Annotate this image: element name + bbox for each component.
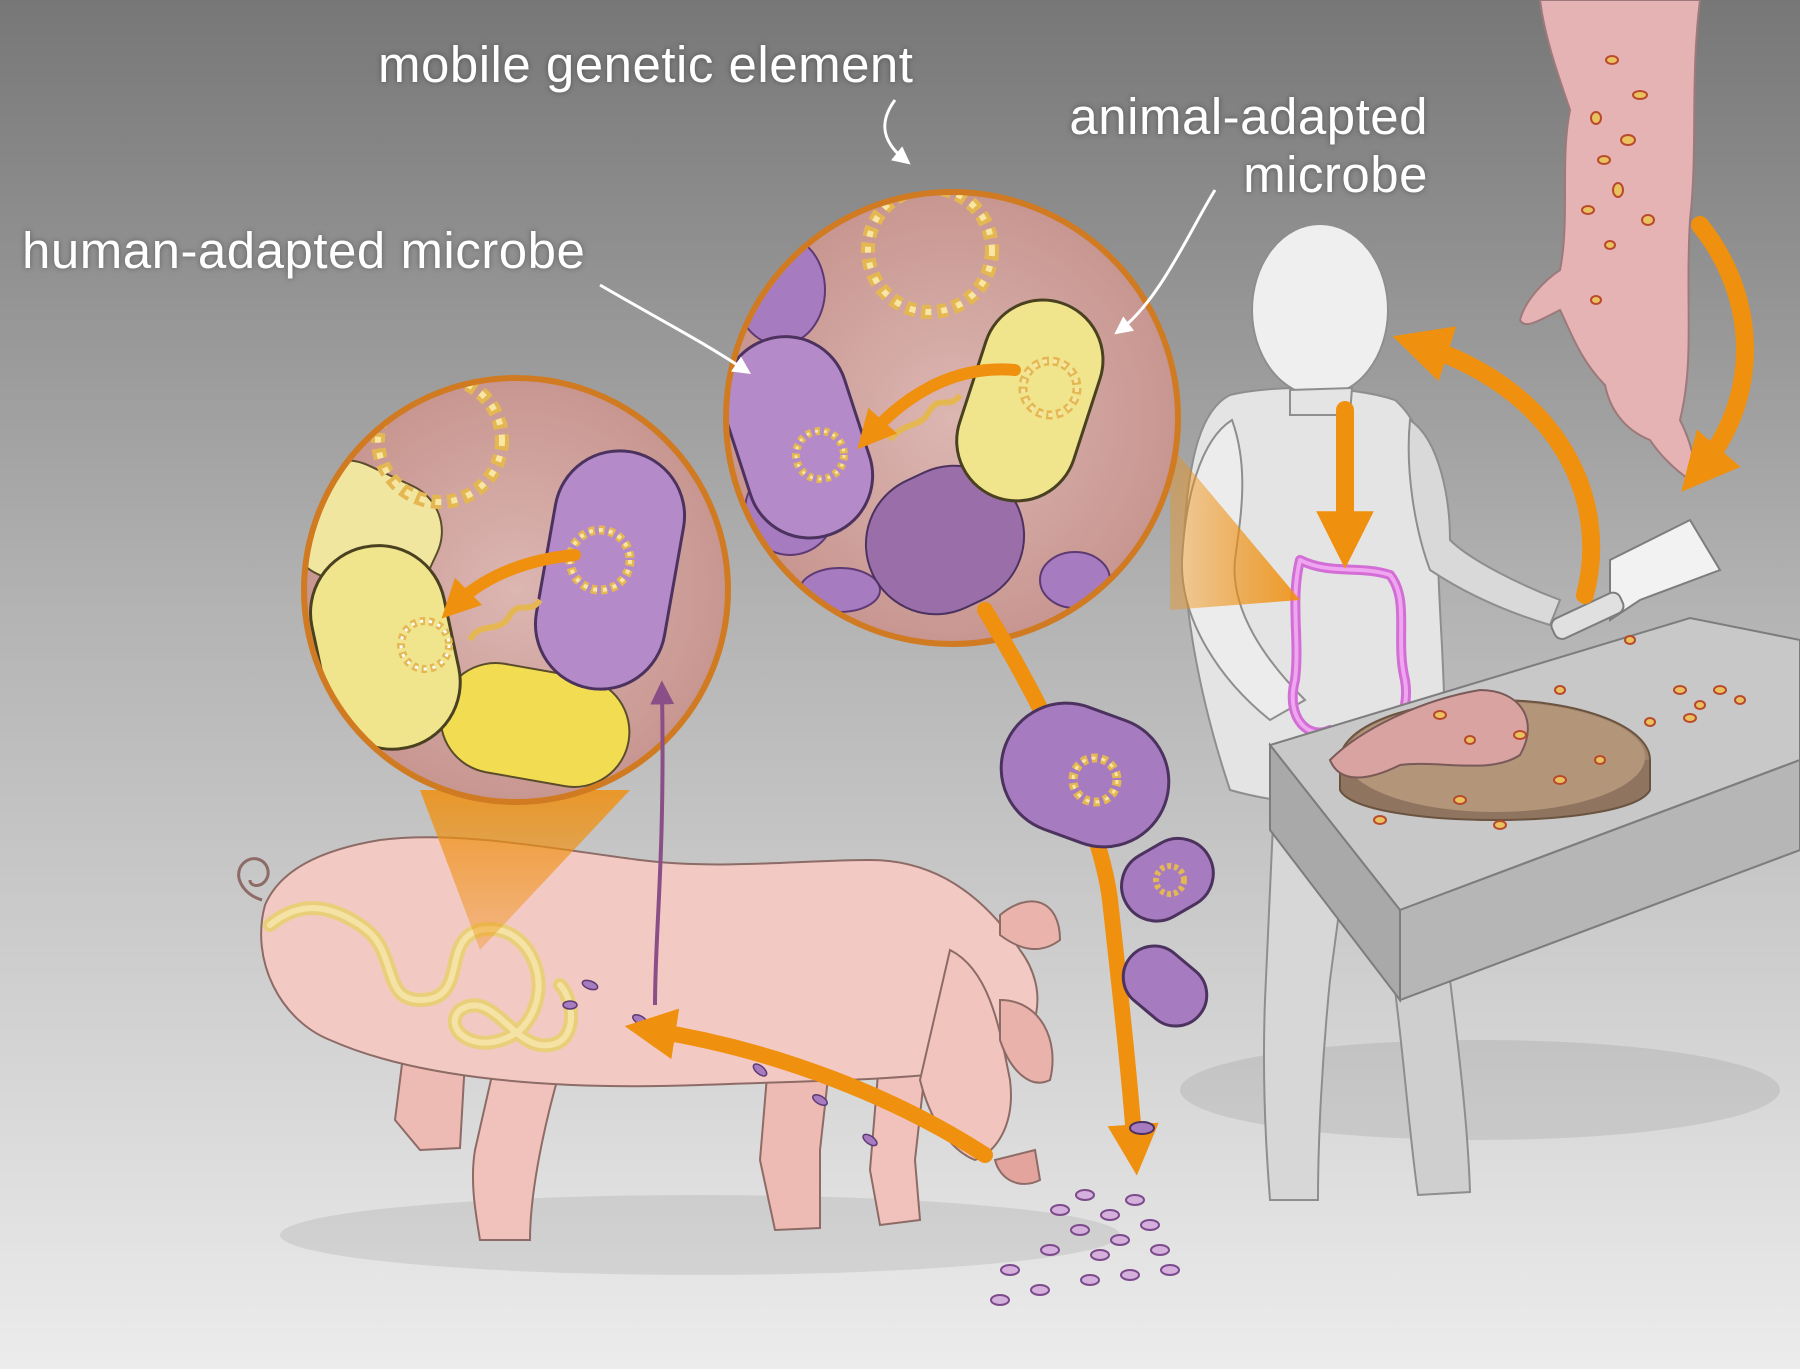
label-animal-adapted-line1: animal-adapted <box>1069 88 1428 145</box>
butcher-table <box>1268 518 1800 1003</box>
left-callout-bubble <box>301 375 731 805</box>
uptake-arrow <box>650 680 675 1006</box>
ingestion-arrow <box>624 1008 993 1163</box>
falling-microbe-chain <box>977 602 1215 1176</box>
left-callout-cone <box>420 790 630 950</box>
label-mobile-genetic-element: mobile genetic element <box>378 36 914 93</box>
middle-callout-bubble <box>723 189 1181 647</box>
transfer-arrows-worker <box>1316 216 1754 604</box>
worker-shadow <box>1180 1040 1780 1140</box>
pig <box>237 836 1062 1241</box>
pig-shadow <box>280 1195 1120 1275</box>
middle-callout-cone <box>1170 445 1300 610</box>
label-animal-adapted-microbe: animal-adapted microbe <box>1000 88 1428 204</box>
label-pointers <box>599 99 1217 374</box>
pig-carcass <box>1518 0 1702 482</box>
label-human-adapted-microbe: human-adapted microbe <box>22 222 586 279</box>
ground-microbes <box>990 1189 1180 1306</box>
label-animal-adapted-line2: microbe <box>1243 146 1428 203</box>
